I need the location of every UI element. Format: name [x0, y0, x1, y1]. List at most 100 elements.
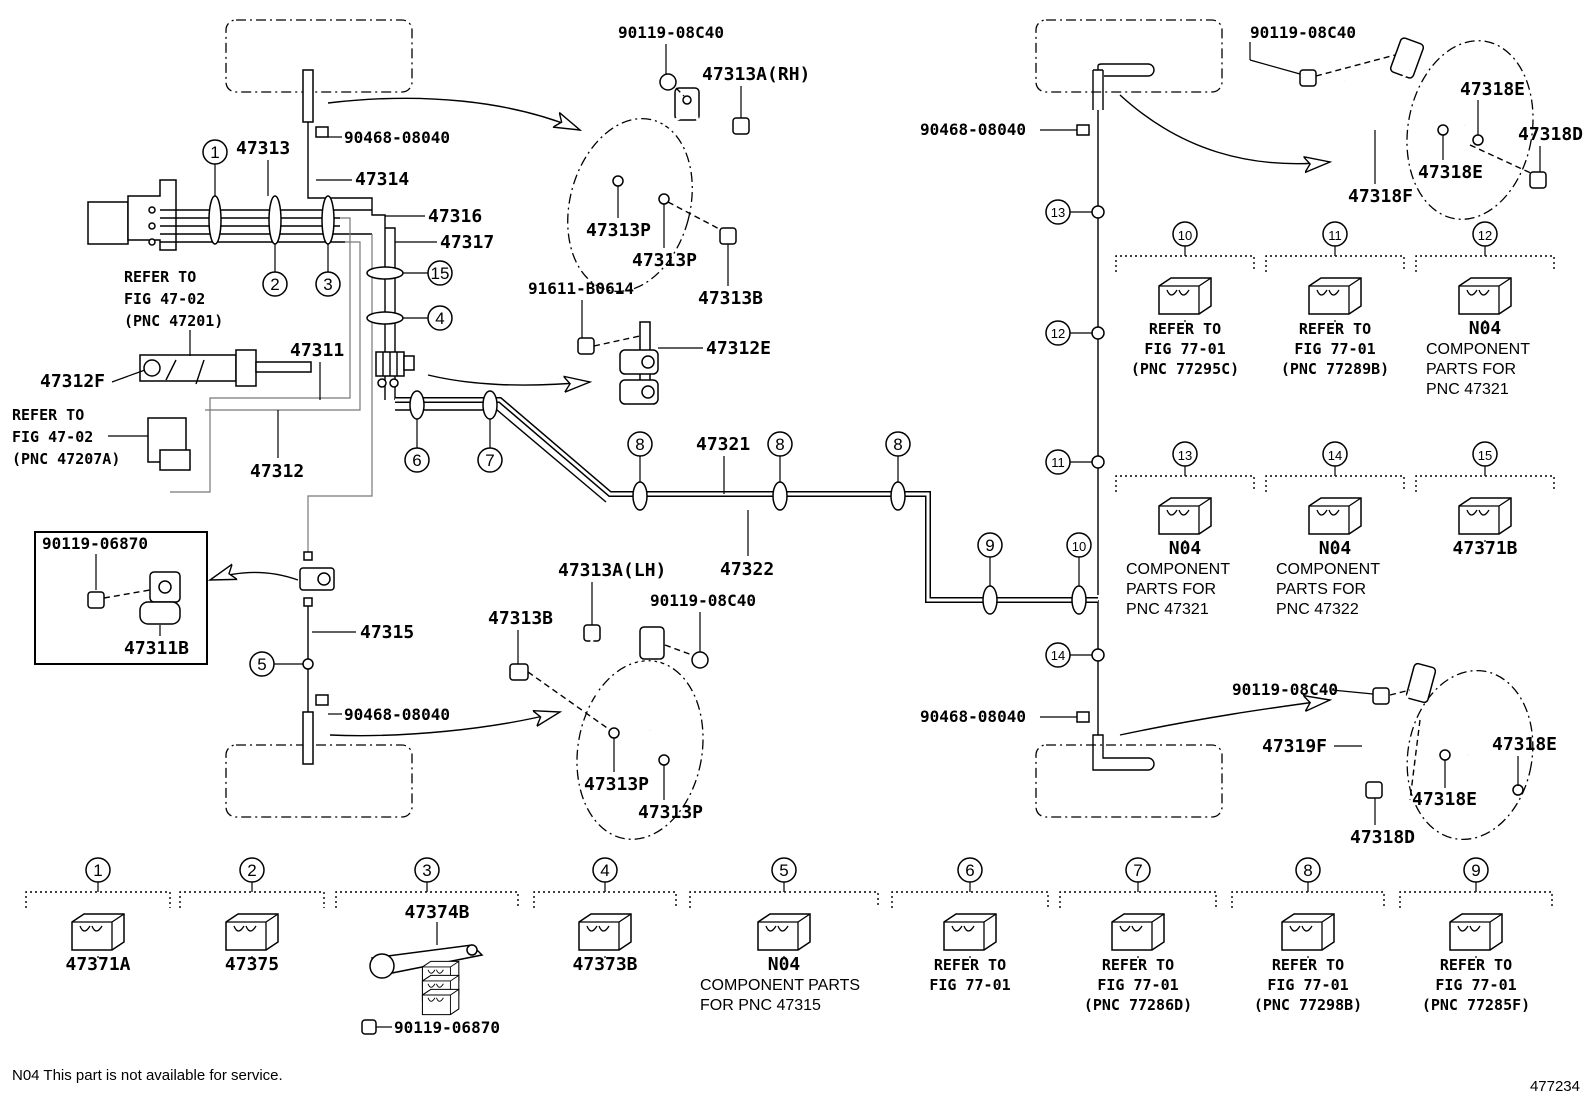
label-rr-hose: 47318F [1348, 186, 1413, 207]
label-47313: 47313 [236, 138, 290, 159]
front-right-hose-detail [567, 73, 750, 293]
front-right-wheel-outline [225, 19, 413, 93]
label-rl-bolt: 90119-08C40 [1232, 680, 1338, 699]
right-panel-text-14-0: N04 [1319, 538, 1352, 559]
label-rr-washer1: 47318E [1460, 79, 1525, 100]
label-91611-B0614: 91611-B0614 [528, 279, 634, 298]
right-panel-text-13-0: N04 [1169, 538, 1202, 559]
junction-block [375, 351, 415, 388]
callout-14: 14 [1045, 642, 1092, 668]
bottom-panel-text-8-0: REFER TO [1272, 956, 1344, 974]
right-panel-num-15: 15 [1478, 448, 1492, 463]
right-panel-text-14-2: PARTS FOR [1276, 581, 1366, 598]
right-clip-icon-14 [1308, 497, 1362, 535]
right-clip-icon-11 [1308, 277, 1362, 315]
rear-left-hose-detail [1356, 662, 1534, 841]
callout-12: 12 [1045, 320, 1092, 346]
right-panel-15: 15 47371B [1415, 441, 1555, 559]
label-47312E: 47312E [706, 338, 771, 359]
connector-47311B [299, 551, 335, 607]
label-rl-hose: 47319F [1262, 736, 1327, 757]
bottom-panel-text-2-0: 47375 [225, 954, 279, 975]
front-left-wheel-outline [225, 744, 413, 818]
callout-7: 7 [477, 419, 503, 473]
bottom-panel-num-8: 8 [1303, 861, 1312, 880]
bottom-clip-icon-9 [1449, 913, 1503, 951]
label-rr-bolt2: 47318D [1518, 124, 1583, 145]
right-panel-num-11: 11 [1328, 228, 1342, 243]
right-clip-icon-15 [1458, 497, 1512, 535]
refer-left-top-2: FIG 47-02 [124, 290, 205, 308]
label-47317: 47317 [440, 232, 494, 253]
right-panel-num-10: 10 [1178, 228, 1192, 243]
svg-text:6: 6 [412, 451, 421, 470]
right-panel-text-11-1: FIG 77-01 [1294, 340, 1375, 358]
label-fr-bolt2: 47313B [698, 288, 763, 309]
bottom-panel-text-5-1: COMPONENT PARTS [700, 977, 860, 994]
label-fr-hose: 47313A(RH) [702, 64, 810, 85]
footnote: N04 This part is not available for servi… [12, 1067, 283, 1084]
detail-box-47311B [34, 531, 208, 665]
label-47312F: 47312F [40, 371, 105, 392]
svg-text:5: 5 [257, 655, 266, 674]
bottom-panel-num-9: 9 [1471, 861, 1480, 880]
bottom-panel-text-9-0: REFER TO [1440, 956, 1512, 974]
bottom-panel-text-4-0: 47373B [572, 954, 637, 975]
bottom-panel-text-5-2: FOR PNC 47315 [700, 997, 821, 1014]
label-rl-bolt2: 47318D [1350, 827, 1415, 848]
master-cylinder [87, 179, 372, 251]
bottom-panel-text-1-0: 47371A [65, 954, 130, 975]
bottom-panel-text-8-1: FIG 77-01 [1267, 976, 1348, 994]
svg-text:14: 14 [1051, 648, 1065, 663]
refer-left-mid-3: (PNC 47207A) [12, 450, 120, 468]
clip-47312E-detail [577, 321, 659, 405]
bottom-panel-text-8-2: (PNC 77298B) [1254, 996, 1362, 1014]
svg-text:2: 2 [270, 275, 279, 294]
label-90468-top-left: 90468-08040 [344, 128, 450, 147]
right-panel-text-14-1: COMPONENT [1276, 561, 1380, 578]
label-fl-washer2: 47313P [638, 802, 703, 823]
label-fl-bolt: 90119-08C40 [650, 591, 756, 610]
bottom-panel-text-3-0: 47374B [404, 902, 469, 923]
bottom-panel-text-3-1: 90119-06870 [394, 1018, 500, 1037]
proportioning-valve [139, 349, 312, 471]
bottom-panel-text-9-1: FIG 77-01 [1435, 976, 1516, 994]
refer-left-top-3: (PNC 47201) [124, 312, 223, 330]
callout-13: 13 [1045, 199, 1092, 225]
callout-3: 3 [315, 244, 341, 297]
label-rl-washer2: 47318E [1412, 789, 1477, 810]
label-47311: 47311 [290, 340, 344, 361]
label-rl-washer1: 47318E [1492, 734, 1557, 755]
bottom-panel-num-4: 4 [600, 861, 609, 880]
right-panel-text-13-3: PNC 47321 [1126, 601, 1209, 618]
bottom-clip-icon-2 [225, 913, 279, 951]
front-right-hose-stub [302, 69, 329, 150]
right-panel-text-15-0: 47371B [1452, 538, 1517, 559]
bottom-panel-num-5: 5 [779, 861, 788, 880]
refer-left-mid-2: FIG 47-02 [12, 428, 93, 446]
callout-8b: 8 [767, 431, 793, 482]
front-left-hose-detail [509, 624, 709, 840]
label-47311B: 47311B [124, 638, 189, 659]
line-47314 [307, 150, 386, 400]
callout-10: 10 [1066, 532, 1092, 586]
label-47315: 47315 [360, 622, 414, 643]
right-clip-icon-12 [1458, 277, 1512, 315]
right-panel-text-10-0: REFER TO [1149, 320, 1221, 338]
label-rr-washer2: 47318E [1418, 162, 1483, 183]
svg-text:4: 4 [435, 309, 444, 328]
svg-text:8: 8 [635, 435, 644, 454]
bolt-90119-06870-icon [361, 1019, 377, 1035]
svg-text:12: 12 [1051, 326, 1065, 341]
bottom-panel-text-7-0: REFER TO [1102, 956, 1174, 974]
bottom-panel-text-6-0: REFER TO [934, 956, 1006, 974]
svg-text:15: 15 [431, 264, 450, 283]
rear-right-wheel-outline [1035, 19, 1223, 93]
